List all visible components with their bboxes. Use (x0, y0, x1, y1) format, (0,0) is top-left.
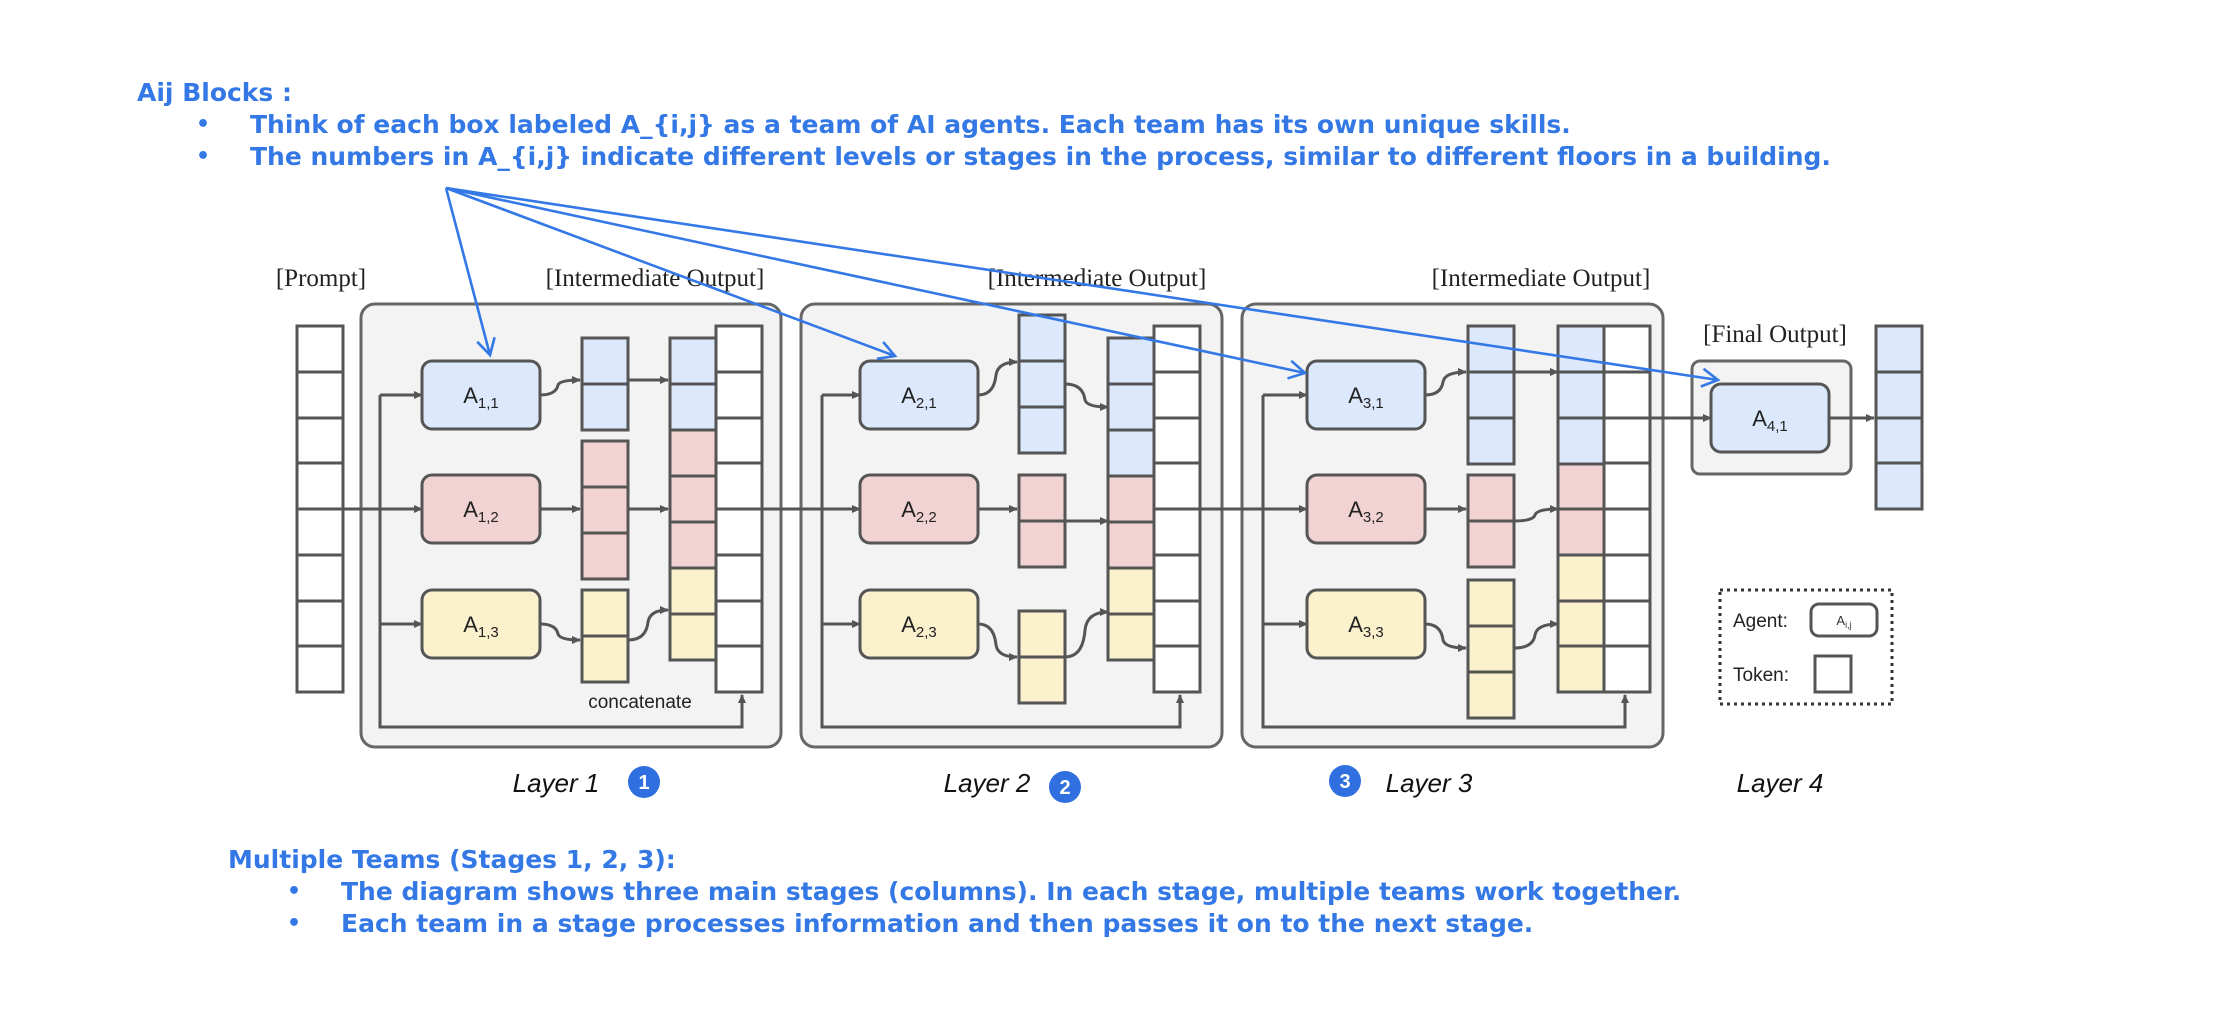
concatenate-label: concatenate (588, 692, 692, 713)
layer-3-outputs (1466, 324, 1516, 720)
aij-annotation: Aij Blocks : • Think of each box labeled… (137, 78, 1831, 173)
layer-3-agents: A3,1 A3,2 A3,3 (1305, 359, 1427, 660)
bullet: • (287, 911, 302, 936)
aij-annotation-text-2: The numbers in A_{i,j} indicate differen… (250, 142, 1831, 171)
layer-1-concat (668, 324, 764, 694)
annotation-arrow-a41 (445, 186, 1721, 388)
badge-3: 3 (1329, 765, 1361, 797)
intermediate-label-1: [Intermediate Output] (546, 265, 765, 292)
legend-agent-label: Agent: (1733, 611, 1788, 632)
svg-text:1: 1 (638, 772, 649, 794)
layer-3-flow (1261, 368, 1712, 729)
agent-a31-label: A3,1 (1348, 383, 1384, 412)
layer-2-concat (1106, 324, 1202, 694)
agent-a31 (1305, 359, 1427, 431)
agent-a23-label: A2,3 (901, 612, 937, 641)
annotation-arrow-a21 (445, 186, 898, 361)
teams-annotation: Multiple Teams (Stages 1, 2, 3): • The d… (228, 845, 1681, 940)
agent-a23 (858, 588, 980, 660)
aij-annotation-title: Aij Blocks : (137, 78, 293, 107)
agent-a21 (858, 359, 980, 431)
layer-1-agents: A1,1 A1,2 A1,3 (420, 359, 542, 660)
legend-agent-sample-label: Ai,j (1836, 613, 1851, 630)
layer-2-flow (820, 358, 1263, 729)
teams-annotation-item: • The diagram shows three main stages (c… (228, 876, 1681, 908)
legend-agent-sample (1809, 602, 1879, 638)
aij-annotation-item: • The numbers in A_{i,j} indicate differ… (137, 141, 1831, 173)
layer-4-label: Layer 4 (1737, 768, 1824, 798)
teams-annotation-text-2: Each team in a stage processes informati… (341, 909, 1534, 938)
agent-a11 (420, 359, 542, 431)
layer-1-label: Layer 1 (513, 768, 600, 798)
agent-a32-label: A3,2 (1348, 497, 1384, 526)
layer-1-outputs (580, 336, 630, 684)
agent-a33-label: A3,3 (1348, 612, 1384, 641)
prompt-tokens (295, 324, 345, 694)
layer-2-label: Layer 2 (944, 768, 1031, 798)
agent-a33 (1305, 588, 1427, 660)
layer-2-agents: A2,1 A2,2 A2,3 (858, 359, 980, 660)
agent-a41 (1709, 382, 1831, 454)
badge-2: 2 (1049, 771, 1081, 803)
final-output-label: [Final Output] (1703, 321, 1847, 348)
agent-a22-label: A2,2 (901, 497, 937, 526)
agent-a11-label: A1,1 (463, 383, 499, 412)
agent-a12 (420, 473, 542, 545)
badge-1: 1 (628, 766, 660, 798)
bullet: • (196, 144, 211, 169)
teams-annotation-item: • Each team in a stage processes informa… (228, 908, 1681, 940)
aij-annotation-text-1: Think of each box labeled A_{i,j} as a t… (250, 110, 1571, 139)
agent-a41-label: A4,1 (1752, 406, 1788, 435)
teams-annotation-text-1: The diagram shows three main stages (col… (341, 877, 1682, 906)
agent-a13 (420, 588, 542, 660)
layer-2-outputs (1017, 313, 1067, 705)
layer-1-flow (343, 376, 822, 729)
layer-3-label: Layer 3 (1386, 768, 1473, 798)
annotation-arrow-a31 (445, 186, 1308, 380)
agent-a21-label: A2,1 (901, 383, 937, 412)
annotation-arrows (444, 186, 1721, 388)
intermediate-label-3: [Intermediate Output] (1432, 265, 1651, 292)
layer-3-concat (1556, 324, 1652, 694)
final-output-tokens (1874, 324, 1924, 511)
legend-token-sample (1813, 654, 1853, 694)
agent-a22 (858, 473, 980, 545)
agent-a32 (1305, 473, 1427, 545)
svg-text:2: 2 (1059, 777, 1070, 799)
annotation-arrow-a11 (444, 187, 496, 358)
bullet: • (287, 879, 302, 904)
agent-a12-label: A1,2 (463, 497, 499, 526)
aij-annotation-item: • Think of each box labeled A_{i,j} as a… (137, 109, 1831, 141)
prompt-label: [Prompt] (276, 265, 366, 292)
legend: Agent: Ai,j Token: (1718, 588, 1894, 706)
intermediate-label-2: [Intermediate Output] (988, 265, 1207, 292)
legend-token-label: Token: (1733, 665, 1789, 686)
svg-text:3: 3 (1339, 771, 1350, 793)
bullet: • (196, 112, 211, 137)
teams-annotation-title: Multiple Teams (Stages 1, 2, 3): (228, 845, 676, 874)
agent-a13-label: A1,3 (463, 612, 499, 641)
